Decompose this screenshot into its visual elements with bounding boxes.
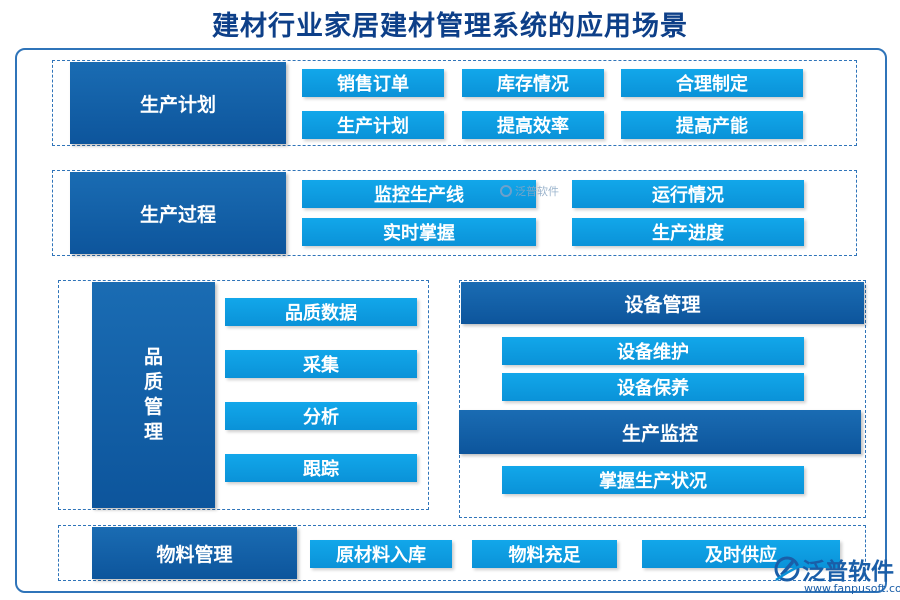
plan-item-inventory: 库存情况 xyxy=(462,69,604,97)
quality-label-char: 品 xyxy=(143,346,163,368)
process-item-realtime: 实时掌握 xyxy=(302,218,536,246)
material-group xyxy=(58,525,866,581)
production-plan-group xyxy=(52,60,857,146)
quality-group xyxy=(58,280,429,510)
quality-item-collect: 采集 xyxy=(225,350,417,378)
equipment-item-maintain: 设备维护 xyxy=(502,337,804,365)
production-monitor-label: 生产监控 xyxy=(459,410,861,454)
production-process-label: 生产过程 xyxy=(70,172,286,254)
material-item-inbound: 原材料入库 xyxy=(310,540,452,568)
quality-item-data: 品质数据 xyxy=(225,298,417,326)
plan-item-reasonable: 合理制定 xyxy=(621,69,803,97)
quality-label: 品 质 管 理 xyxy=(92,282,215,508)
process-item-progress: 生产进度 xyxy=(572,218,804,246)
diagram-frame xyxy=(15,48,887,593)
quality-label-char: 质 xyxy=(143,371,163,393)
equipment-label: 设备管理 xyxy=(461,282,864,324)
production-plan-label: 生产计划 xyxy=(70,62,286,144)
equipment-group xyxy=(459,280,866,518)
plan-item-capacity: 提高产能 xyxy=(621,111,803,139)
quality-item-track: 跟踪 xyxy=(225,454,417,482)
small-watermark: 泛普软件 xyxy=(500,183,559,199)
process-item-monitor-line: 监控生产线 xyxy=(302,180,536,208)
material-label: 物料管理 xyxy=(92,527,297,579)
small-watermark-text: 泛普软件 xyxy=(515,185,559,198)
plan-item-sales-order: 销售订单 xyxy=(302,69,444,97)
brand-name: 泛普软件 xyxy=(802,559,894,585)
production-process-group xyxy=(52,170,857,256)
brand-logo: 泛普软件 www.fanpusoft.com xyxy=(770,548,900,598)
quality-label-char: 理 xyxy=(143,421,163,443)
quality-label-char: 管 xyxy=(143,396,163,418)
material-item-supply: 及时供应 xyxy=(642,540,840,568)
quality-item-analyze: 分析 xyxy=(225,402,417,430)
brand-url: www.fanpusoft.com xyxy=(804,582,900,595)
watermark-icon xyxy=(500,185,512,197)
material-item-sufficient: 物料充足 xyxy=(472,540,617,568)
equipment-item-upkeep: 设备保养 xyxy=(502,373,804,401)
monitor-item-status: 掌握生产状况 xyxy=(502,466,804,494)
process-item-operation: 运行情况 xyxy=(572,180,804,208)
plan-item-efficiency: 提高效率 xyxy=(462,111,604,139)
plan-item-production-plan: 生产计划 xyxy=(302,111,444,139)
brand-mark-icon xyxy=(774,556,801,582)
page-title: 建材行业家居建材管理系统的应用场景 xyxy=(212,11,688,42)
